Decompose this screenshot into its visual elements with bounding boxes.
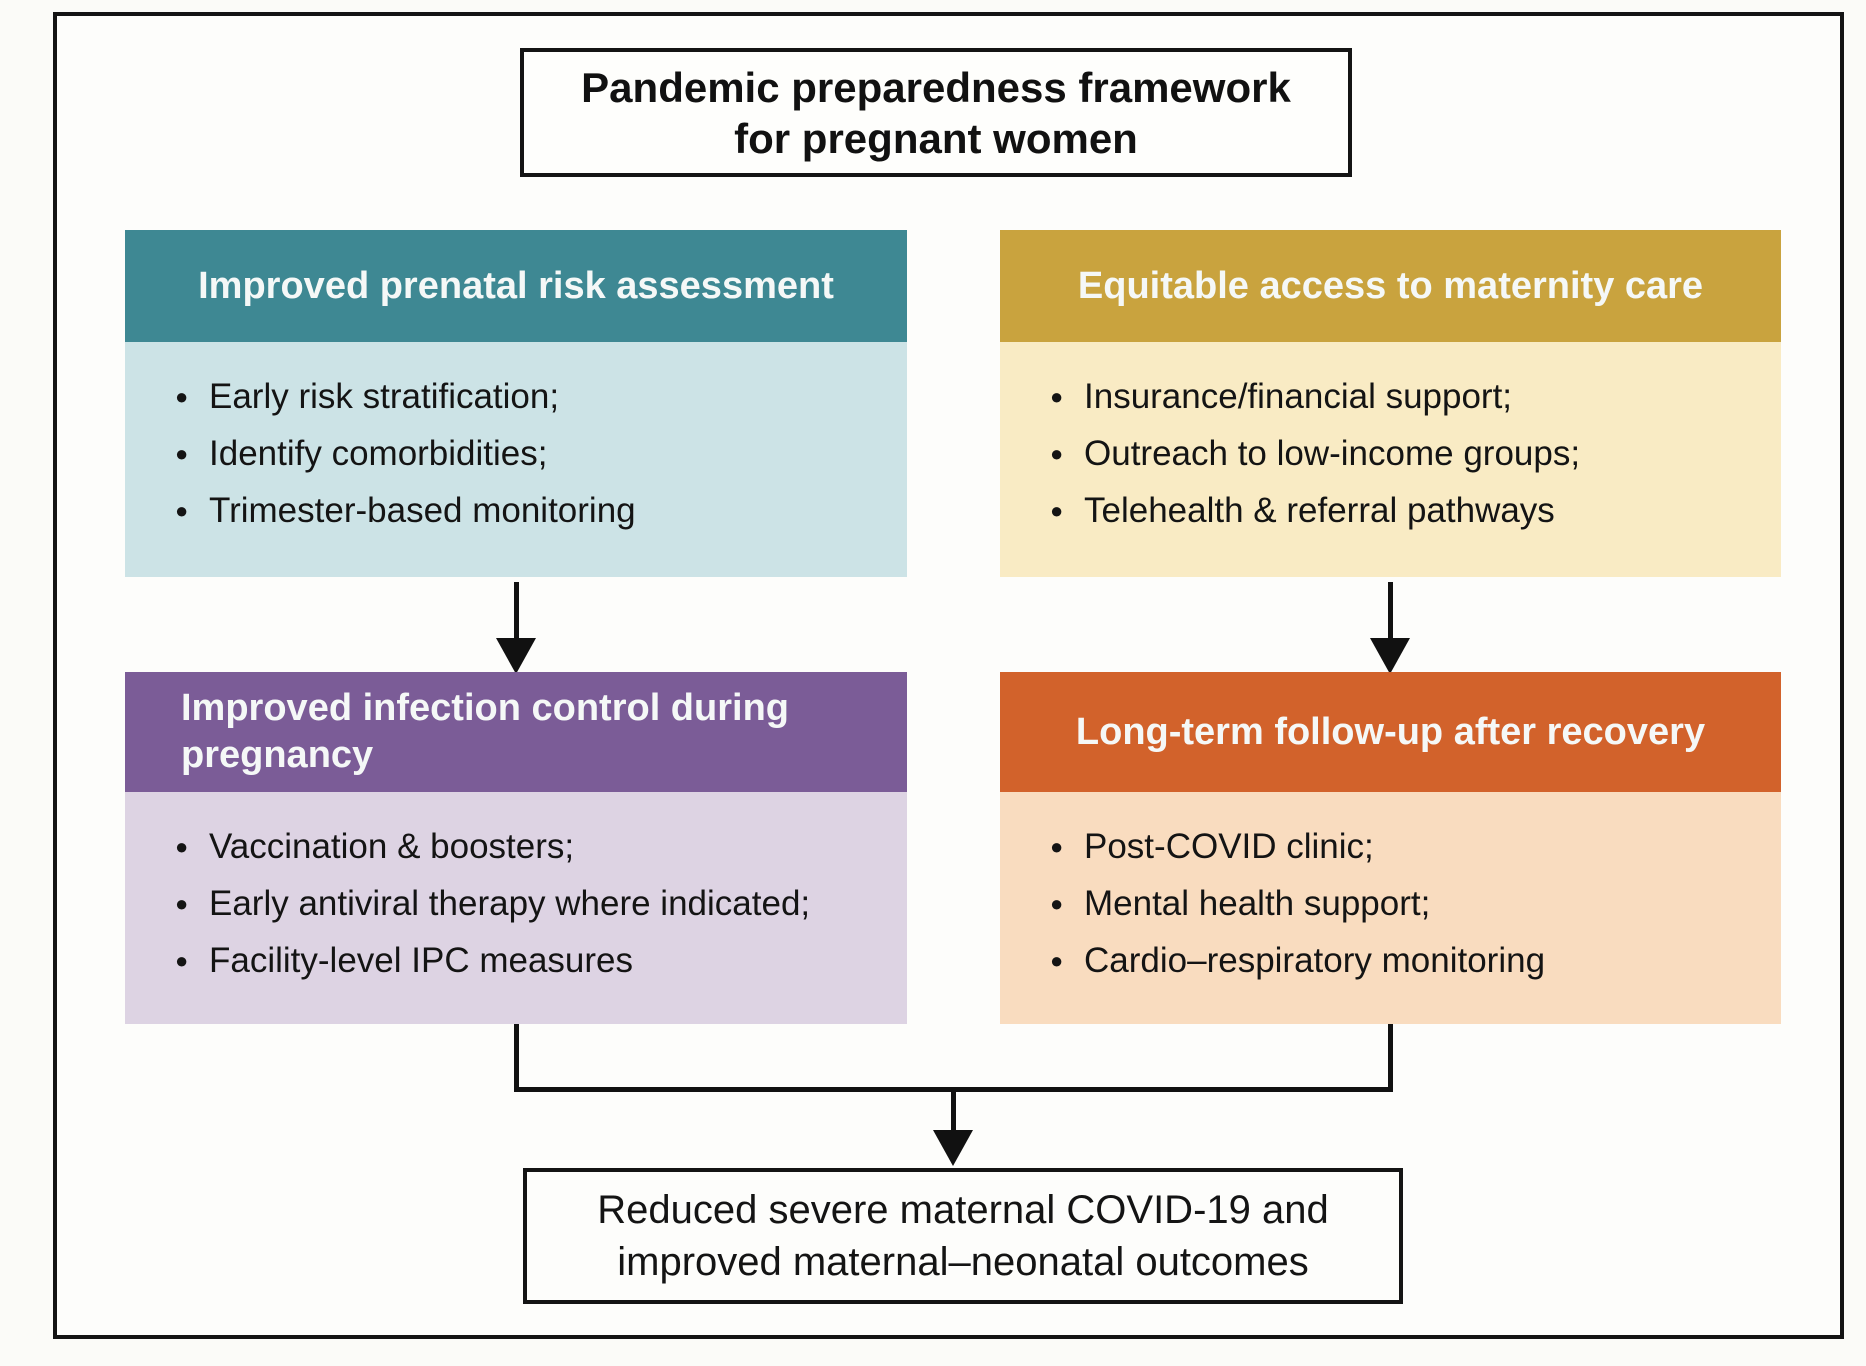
- bullet-item: ● Post-COVID clinic;: [1050, 818, 1771, 875]
- bullet-item: ● Cardio–respiratory monitoring: [1050, 932, 1771, 989]
- page-title-line2: for pregnant women: [734, 114, 1138, 162]
- bullet-item: ● Vaccination & boosters;: [175, 818, 897, 875]
- bullet-item: ● Insurance/financial support;: [1050, 368, 1771, 425]
- bullet-dot-icon: ●: [175, 834, 189, 859]
- outcome-text-line1: Reduced severe maternal COVID-19 and: [597, 1188, 1329, 1232]
- card-longterm-followup-title: Long-term follow-up after recovery: [1075, 710, 1706, 753]
- bullet-dot-icon: ●: [1050, 834, 1064, 859]
- bullet-item: ● Early risk stratification;: [175, 368, 897, 425]
- bullet-item: ● Early antiviral therapy where indicated…: [175, 875, 897, 932]
- card-infection-control-title-line2: pregnancy: [181, 734, 374, 776]
- bullet-item: ● Telehealth & referral pathways: [1050, 482, 1771, 539]
- bullet-dot-icon: ●: [1050, 384, 1064, 409]
- bullet-dot-icon: ●: [1050, 498, 1064, 523]
- card-equitable-access: Equitable access to maternity care ● Insu…: [1000, 230, 1781, 577]
- card-prenatal-risk-body: ● Early risk stratification; ● Identify co…: [125, 342, 907, 577]
- bullet-text: Mental health support;: [1084, 884, 1431, 923]
- connector-left-vertical: [514, 1024, 519, 1092]
- bullet-text: Trimester-based monitoring: [209, 491, 636, 530]
- bullet-text: Vaccination & boosters;: [209, 827, 575, 866]
- bullet-text: Insurance/financial support;: [1084, 377, 1513, 416]
- card-equitable-access-title: Equitable access to maternity care: [1077, 264, 1704, 307]
- bullet-text: Post-COVID clinic;: [1084, 827, 1374, 866]
- bullet-dot-icon: ●: [175, 891, 189, 916]
- connector-horizontal: [514, 1087, 1393, 1092]
- bullet-dot-icon: ●: [175, 948, 189, 973]
- card-infection-control-title-line1: Improved infection control during: [181, 687, 789, 729]
- arrow-down-icon: [496, 638, 536, 674]
- bullet-list: ● Insurance/financial support; ● Outreach …: [1000, 342, 1781, 539]
- card-equitable-access-header: Equitable access to maternity care: [1000, 230, 1781, 342]
- bullet-text: Facility-level IPC measures: [209, 941, 633, 980]
- page-title-line1: Pandemic preparedness framework: [581, 63, 1291, 111]
- card-longterm-followup-header: Long-term follow-up after recovery: [1000, 672, 1781, 792]
- bullet-dot-icon: ●: [175, 498, 189, 523]
- card-prenatal-risk-title: Improved prenatal risk assessment: [198, 264, 834, 307]
- card-prenatal-risk-header: Improved prenatal risk assessment: [125, 230, 907, 342]
- bullet-item: ● Trimester-based monitoring: [175, 482, 897, 539]
- bullet-item: ● Outreach to low-income groups;: [1050, 425, 1771, 482]
- bullet-text: Outreach to low-income groups;: [1084, 434, 1581, 473]
- bullet-list: ● Early risk stratification; ● Identify co…: [125, 342, 907, 539]
- bullet-text: Early antiviral therapy where indicated;: [209, 884, 811, 923]
- card-infection-control-header: Improved infection control during pregna…: [125, 672, 907, 792]
- bullet-dot-icon: ●: [175, 441, 189, 466]
- card-infection-control: Improved infection control during pregna…: [125, 672, 907, 1024]
- bullet-list: ● Vaccination & boosters; ● Early antivira…: [125, 792, 907, 989]
- card-prenatal-risk: Improved prenatal risk assessment ● Early…: [125, 230, 907, 577]
- bullet-dot-icon: ●: [1050, 891, 1064, 916]
- bullet-text: Telehealth & referral pathways: [1084, 491, 1555, 530]
- outcome-text-line2: improved maternal–neonatal outcomes: [617, 1240, 1309, 1284]
- arrow-down-icon: [1370, 638, 1410, 674]
- bullet-item: ● Facility-level IPC measures: [175, 932, 897, 989]
- connector-center-vertical: [951, 1090, 956, 1132]
- bullet-text: Early risk stratification;: [209, 377, 560, 416]
- connector-right-vertical: [1388, 1024, 1393, 1092]
- title-box: Pandemic preparedness framework for preg…: [520, 48, 1352, 177]
- card-infection-control-body: ● Vaccination & boosters; ● Early antivira…: [125, 792, 907, 1024]
- bullet-text: Identify comorbidities;: [209, 434, 548, 473]
- card-longterm-followup-body: ● Post-COVID clinic; ● Mental health suppo…: [1000, 792, 1781, 1024]
- bullet-dot-icon: ●: [1050, 948, 1064, 973]
- flow-line-right: [1388, 582, 1393, 640]
- outcome-box: Reduced severe maternal COVID-19 and imp…: [523, 1168, 1403, 1304]
- bullet-item: ● Identify comorbidities;: [175, 425, 897, 482]
- flow-line-left: [514, 582, 519, 640]
- bullet-item: ● Mental health support;: [1050, 875, 1771, 932]
- bullet-list: ● Post-COVID clinic; ● Mental health suppo…: [1000, 792, 1781, 989]
- card-longterm-followup: Long-term follow-up after recovery ● Post…: [1000, 672, 1781, 1024]
- bullet-dot-icon: ●: [175, 384, 189, 409]
- card-equitable-access-body: ● Insurance/financial support; ● Outreach …: [1000, 342, 1781, 577]
- bullet-dot-icon: ●: [1050, 441, 1064, 466]
- arrow-down-icon: [933, 1130, 973, 1166]
- bullet-text: Cardio–respiratory monitoring: [1084, 941, 1546, 980]
